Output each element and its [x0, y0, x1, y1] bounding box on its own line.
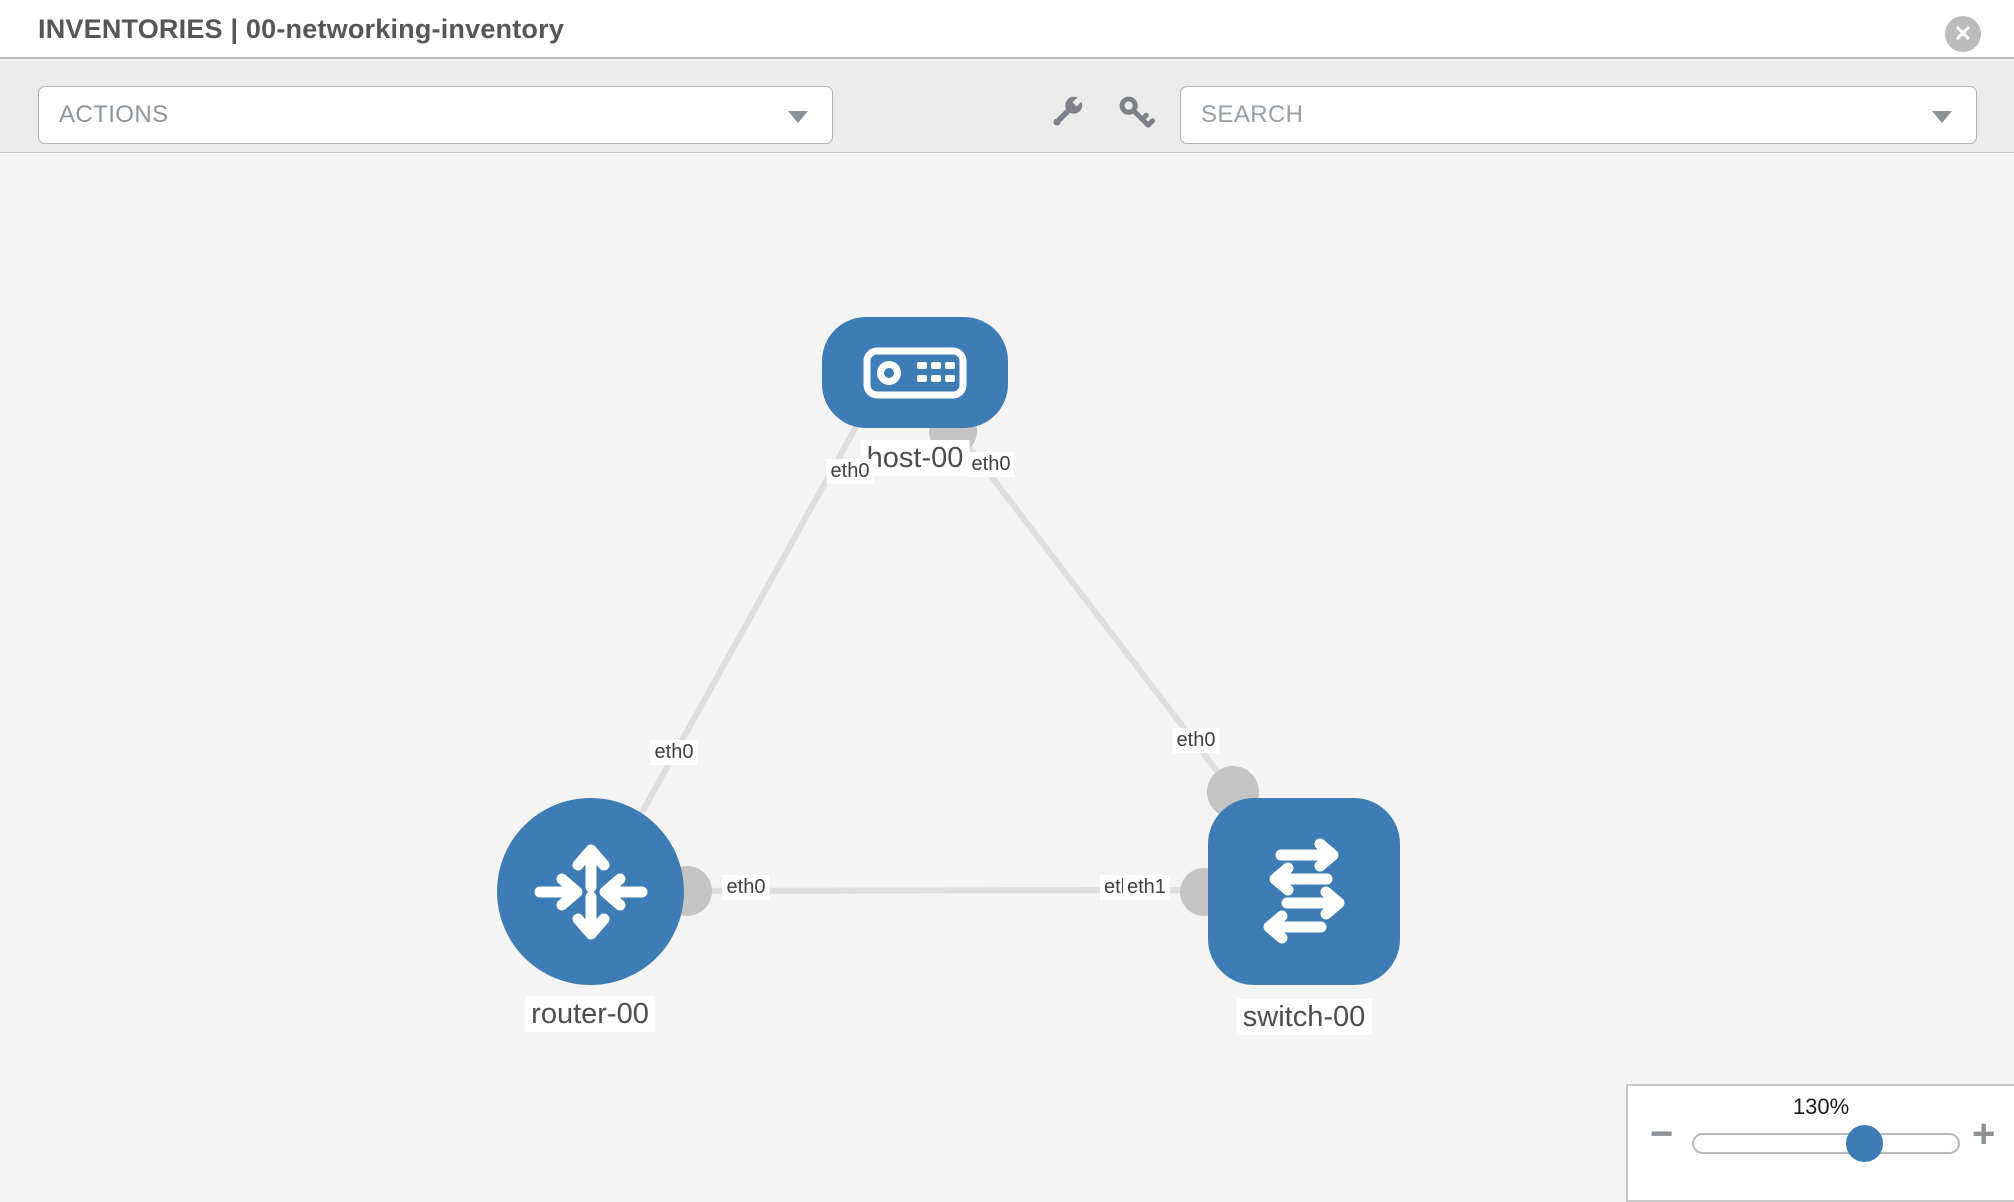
links-layer [589, 407, 1305, 916]
node-host-00[interactable] [822, 317, 1008, 428]
close-icon: ✕ [1953, 21, 1973, 46]
zoom-panel: 130% − + [1626, 1084, 2014, 1202]
interface-label: eth0 [650, 740, 698, 765]
node-label-router: router-00 [525, 996, 655, 1032]
actions-dropdown-label: ACTIONS [59, 101, 169, 128]
search-dropdown[interactable]: SEARCH [1180, 86, 1977, 144]
interface-label: eth0 [722, 875, 770, 900]
chevron-down-icon [788, 111, 808, 123]
node-router-00[interactable] [497, 798, 684, 985]
zoom-in-button[interactable]: + [1972, 1114, 1995, 1154]
interface-label: eth0 [826, 459, 874, 484]
switch-icon-node[interactable] [1208, 798, 1400, 985]
key-button[interactable] [1114, 91, 1158, 135]
zoom-level: 130% [1792, 1094, 1850, 1119]
zoom-slider[interactable] [1692, 1125, 1960, 1162]
title-bar: INVENTORIES | 00-networking-inventory ✕ [0, 0, 2014, 59]
page-title: INVENTORIES | 00-networking-inventory [38, 14, 565, 44]
interface-label: eth1 [1123, 875, 1170, 900]
topology-canvas[interactable]: host-00 router-00 switch-00 eth0 eth0 et… [0, 154, 2014, 1200]
interface-label: eth0 [1172, 728, 1220, 753]
toolbar: ACTIONS SEARCH [0, 61, 2014, 153]
key-icon [1119, 96, 1155, 128]
search-dropdown-label: SEARCH [1201, 101, 1304, 128]
node-label-switch: switch-00 [1236, 999, 1372, 1035]
minus-icon: − [1650, 1112, 1674, 1156]
close-button[interactable]: ✕ [1945, 16, 1981, 52]
actions-dropdown[interactable]: ACTIONS [38, 86, 833, 144]
plus-icon: + [1972, 1112, 1996, 1156]
zoom-slider-thumb[interactable] [1846, 1125, 1883, 1162]
wrench-button[interactable] [1044, 91, 1088, 135]
host-icon [863, 347, 967, 398]
interface-label: eth0 [967, 452, 1015, 477]
wrench-icon [1053, 95, 1084, 126]
zoom-out-button[interactable]: − [1650, 1114, 1673, 1154]
switch-icon [1263, 838, 1345, 943]
chevron-down-icon [1932, 111, 1952, 123]
router-icon [534, 844, 647, 939]
node-label-host: host-00 [860, 440, 970, 476]
